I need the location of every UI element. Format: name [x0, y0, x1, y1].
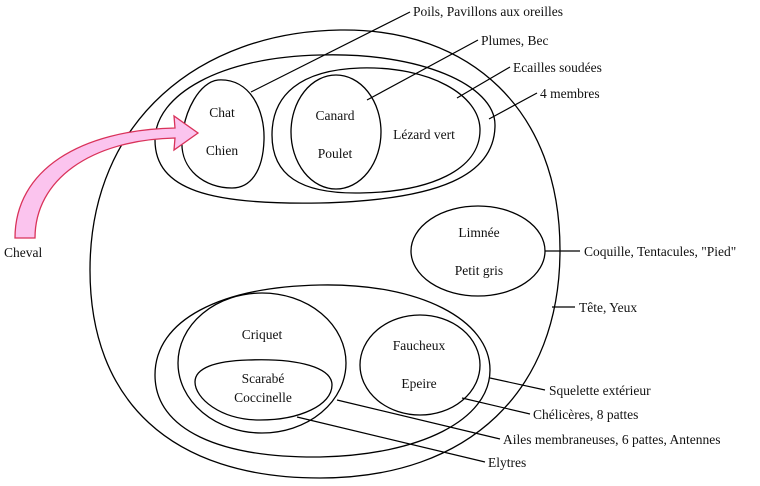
- set-ailes: [177, 292, 347, 434]
- label-lezard: Lézard vert: [393, 127, 455, 142]
- leader-elytres: [296, 416, 486, 463]
- leader-chelicere: [461, 397, 531, 415]
- label-scarabe: Scarabé: [242, 371, 285, 386]
- set-poils: [181, 79, 265, 189]
- label-chelicere: Chélicères, 8 pattes: [533, 407, 638, 422]
- set-chelicere: [359, 314, 481, 416]
- cheval-arrow: [14, 114, 200, 239]
- label-epeire: Epeire: [401, 376, 436, 391]
- label-chat: Chat: [209, 105, 235, 120]
- label-coccinelle: Coccinelle: [234, 390, 292, 405]
- leader-squelette: [489, 377, 546, 391]
- label-criquet: Criquet: [242, 327, 283, 342]
- label-cheval: Cheval: [4, 245, 42, 260]
- label-petit-gris: Petit gris: [455, 263, 503, 278]
- set-squelette: [154, 284, 491, 458]
- leader-ecailles: [456, 66, 511, 99]
- label-membres: 4 membres: [540, 86, 600, 101]
- label-tete: Tête, Yeux: [579, 300, 637, 315]
- label-limnee: Limnée: [458, 225, 499, 240]
- set-plumes: [290, 74, 382, 190]
- leader-poils: [250, 11, 411, 93]
- label-ecailles: Ecailles soudées: [513, 60, 602, 75]
- label-canard: Canard: [316, 108, 355, 123]
- set-4-membres: [154, 54, 496, 204]
- label-ailes: Ailes membraneuses, 6 pattes, Antennes: [503, 432, 720, 447]
- leader-membres: [488, 92, 538, 120]
- label-chien: Chien: [206, 143, 238, 158]
- leader-ailes: [336, 399, 501, 440]
- label-plumes: Plumes, Bec: [481, 33, 549, 48]
- label-coquille: Coquille, Tentacules, "Pied": [584, 244, 736, 259]
- label-elytres: Elytres: [488, 455, 526, 470]
- set-elytres: [194, 359, 333, 421]
- set-ecailles: [271, 67, 481, 194]
- label-faucheux: Faucheux: [393, 338, 446, 353]
- set-coquille: [410, 205, 546, 297]
- set-tete-yeux: [89, 29, 561, 479]
- leader-plumes: [366, 39, 479, 101]
- label-poils: Poils, Pavillons aux oreilles: [413, 4, 563, 19]
- label-poulet: Poulet: [318, 146, 353, 161]
- label-squelette: Squelette extérieur: [549, 383, 651, 398]
